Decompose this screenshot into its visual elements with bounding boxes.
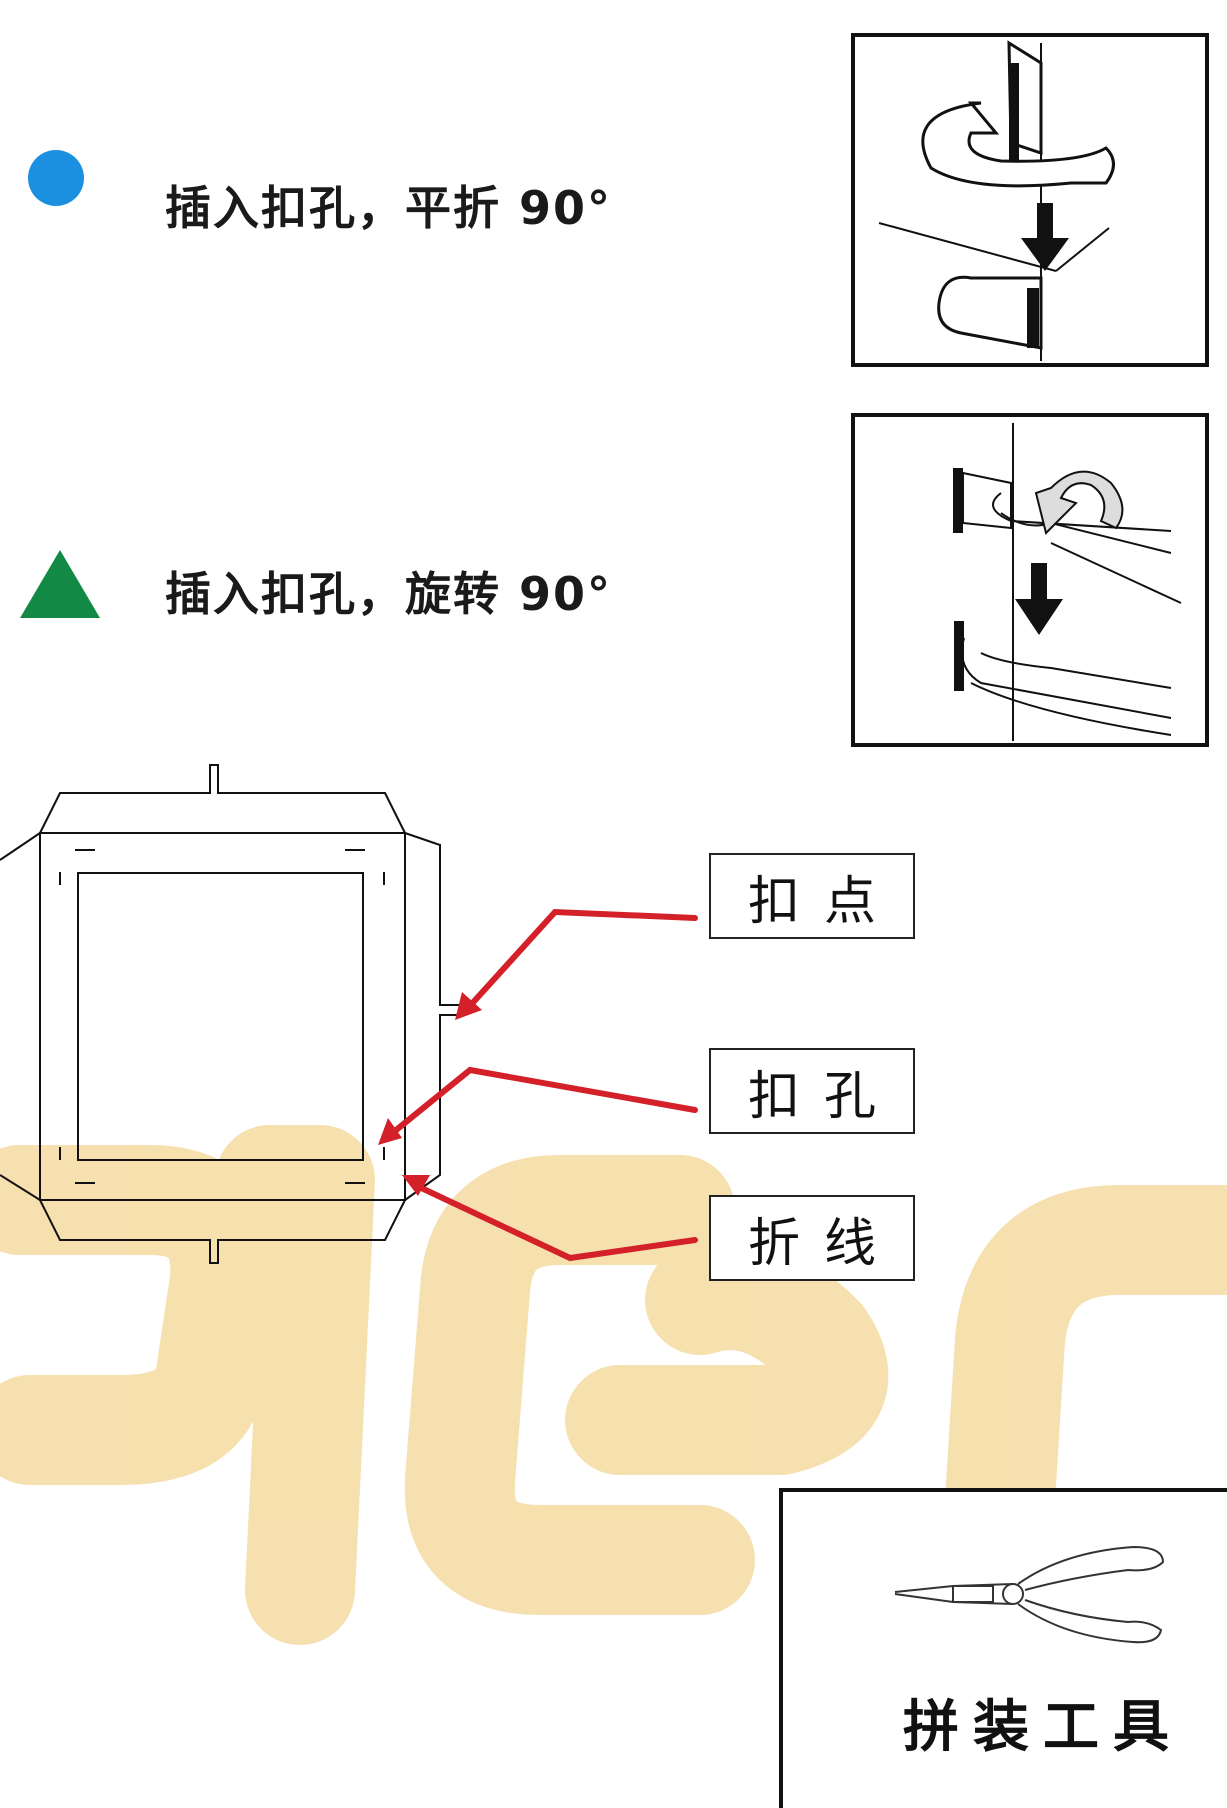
legend-text-rotate: 插入扣孔，旋转 90°	[165, 567, 613, 621]
legend-text-flat-fold: 插入扣孔，平折 90°	[165, 181, 613, 235]
pliers-icon	[894, 1545, 1165, 1644]
rotate-illustration	[851, 413, 1209, 747]
tool-caption: 拼装工具	[903, 1695, 1183, 1760]
label-slot: 扣孔	[709, 1048, 915, 1134]
legend-triangle-icon	[20, 550, 100, 618]
flat-fold-illustration	[851, 33, 1209, 367]
tool-box: 拼装工具	[779, 1488, 1227, 1808]
label-fold-line: 折线	[709, 1195, 915, 1281]
box-net-diagram	[0, 764, 460, 1264]
legend-circle-icon	[28, 150, 84, 206]
label-tab-point: 扣点	[709, 853, 915, 939]
